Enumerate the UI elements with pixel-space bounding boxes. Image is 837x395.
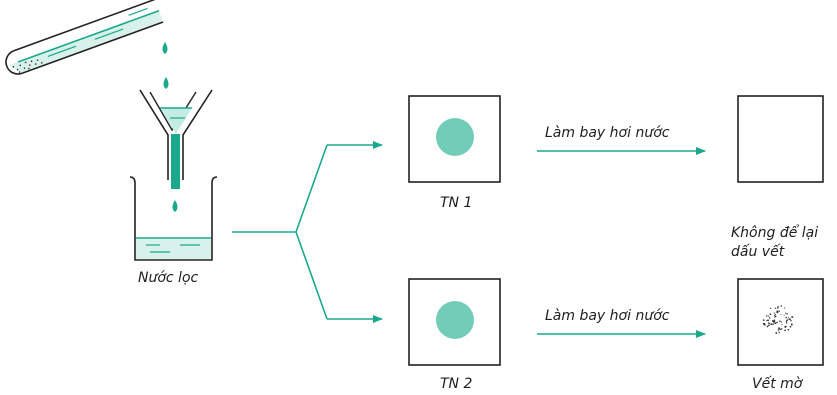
falling-drops bbox=[162, 42, 178, 212]
result2-dish bbox=[737, 278, 824, 366]
beaker bbox=[129, 176, 218, 261]
tn1-label: TN 1 bbox=[440, 195, 472, 211]
evaporate-label-bottom: Làm bay hơi nước bbox=[545, 308, 670, 324]
drop-2 bbox=[163, 77, 169, 89]
tn2-dish bbox=[408, 278, 501, 366]
test-tube bbox=[5, 0, 164, 75]
result1-label-line1: Không để lại bbox=[731, 224, 818, 241]
drop-3 bbox=[172, 200, 178, 212]
result1-label-line2: dấu vết bbox=[731, 243, 785, 260]
result1-dish bbox=[737, 95, 824, 183]
funnel bbox=[139, 89, 213, 189]
drop-1 bbox=[162, 42, 168, 54]
tn1-dish bbox=[408, 95, 501, 183]
tn2-label: TN 2 bbox=[440, 376, 472, 392]
tn1-solution-spot bbox=[436, 118, 474, 156]
tn2-solution-spot bbox=[436, 301, 474, 339]
residue-dots bbox=[762, 305, 794, 334]
evaporate-label-top: Làm bay hơi nước bbox=[545, 125, 670, 141]
result2-label: Vết mờ bbox=[752, 375, 804, 392]
branch-arrows bbox=[232, 141, 383, 323]
filtrate-label: Nước lọc bbox=[138, 270, 199, 286]
